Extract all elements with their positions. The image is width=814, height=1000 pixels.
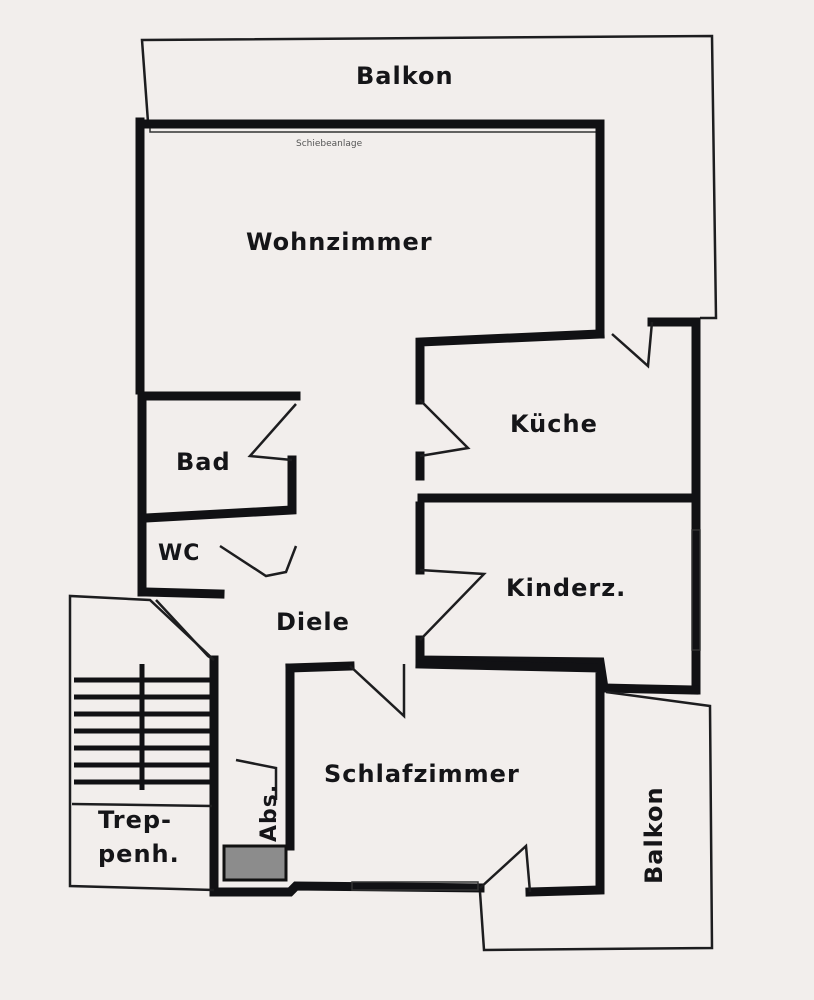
- balcony-right-outline: [478, 690, 714, 952]
- label-kueche: Küche: [510, 410, 598, 438]
- door-bath: [247, 403, 297, 462]
- bedroom-top-wall: [285, 661, 355, 673]
- door-wc: [219, 544, 298, 578]
- bottom-wall: [209, 881, 485, 897]
- window-note: Schiebeanlage: [296, 139, 363, 149]
- abs-shaded-block: [222, 844, 288, 882]
- bedroom-top-right-wall: [415, 659, 605, 897]
- door-kinderz: [419, 568, 487, 641]
- label-diele: Diele: [276, 608, 350, 636]
- balcony-top-outline: [140, 34, 718, 320]
- kinderz-bottom-wall: [415, 635, 699, 695]
- label-wohnzimmer: Wohnzimmer: [246, 228, 433, 256]
- door-kitchen-balcony: [611, 321, 654, 369]
- label-kinderz: Kinderz.: [506, 574, 626, 602]
- label-abs: Abs.: [257, 784, 282, 842]
- label-balkon-top: Balkon: [356, 62, 454, 90]
- label-trep-line2: penh.: [98, 840, 180, 868]
- label-trep-line1: Trep-: [98, 806, 172, 834]
- label-schlafzimmer: Schlafzimmer: [324, 760, 520, 788]
- label-balkon-right: Balkon: [640, 786, 668, 884]
- kitchen-outer-right: [647, 317, 701, 695]
- outer-wall-top: [135, 119, 605, 339]
- kinderz-window: [691, 529, 701, 651]
- wc-bottom-wall: [141, 587, 225, 599]
- bedroom-window: [351, 881, 479, 891]
- label-bad: Bad: [176, 448, 231, 476]
- door-kitchen: [419, 399, 471, 458]
- wall-living-kitchen: [415, 329, 605, 405]
- stairwell-outline: [68, 594, 215, 892]
- stairwell-inner-divider: [71, 802, 213, 808]
- door-bedroom: [349, 664, 406, 719]
- label-wc: WC: [158, 541, 200, 566]
- door-bedroom-balcony: [479, 843, 532, 893]
- bath-wc-divider: [141, 455, 297, 523]
- door-abs: [235, 758, 278, 800]
